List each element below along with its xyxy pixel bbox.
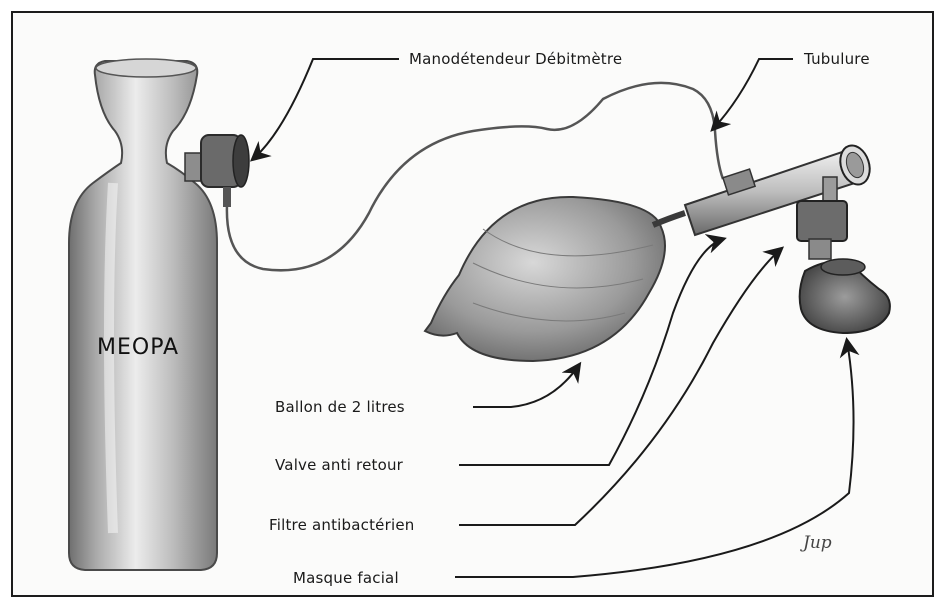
breathing-bag <box>425 197 685 361</box>
label-tubulure: Tubulure <box>804 50 870 68</box>
gas-cylinder <box>69 59 217 570</box>
artist-signature: Jup <box>803 533 832 553</box>
diagram-frame: MEOPA Manodétendeur Débitmètre Tubulure … <box>11 11 934 597</box>
antibacterial-filter <box>797 201 847 259</box>
leader-ballon <box>473 365 579 407</box>
label-ballon: Ballon de 2 litres <box>275 398 405 416</box>
leader-tubulure <box>713 59 793 129</box>
leader-masque <box>455 341 854 577</box>
facial-mask <box>800 259 890 333</box>
label-manodetendeur: Manodétendeur Débitmètre <box>409 50 622 68</box>
label-valve: Valve anti retour <box>275 456 403 474</box>
leader-manodetendeur <box>253 59 399 159</box>
label-filtre: Filtre antibactérien <box>269 516 414 534</box>
illustration <box>13 13 932 595</box>
tank-label: MEOPA <box>97 335 179 360</box>
label-masque: Masque facial <box>293 569 399 587</box>
